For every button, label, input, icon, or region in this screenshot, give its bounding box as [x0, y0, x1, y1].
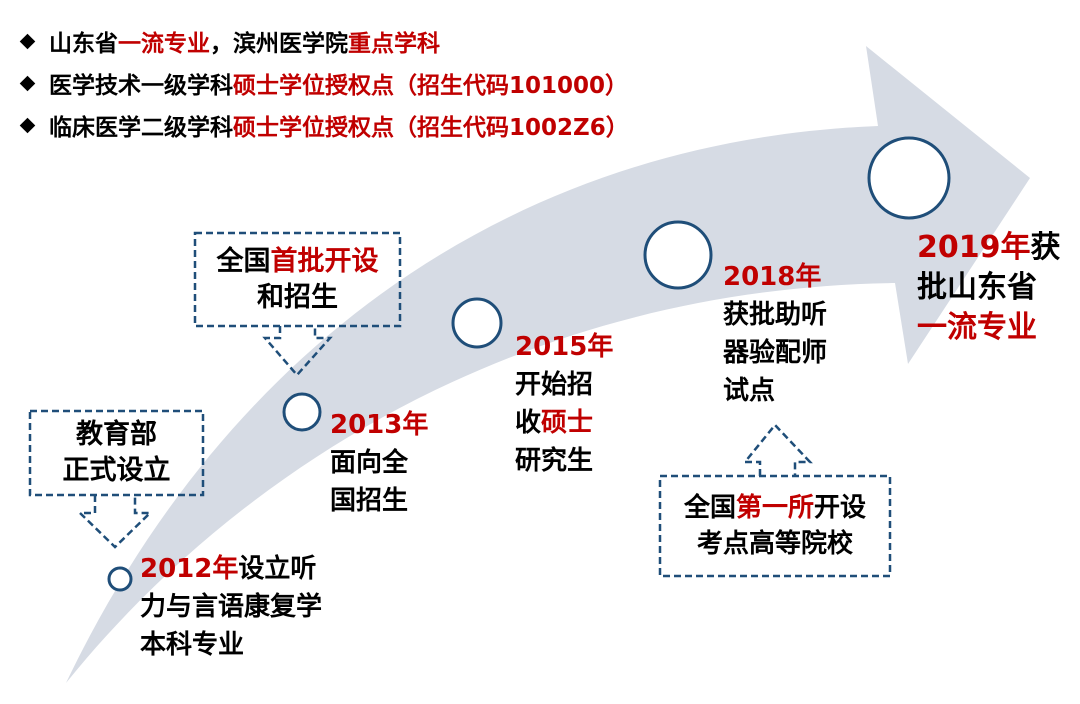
diamond-bullet-icon	[19, 117, 36, 133]
milestone-year: 2015年	[515, 332, 614, 362]
milestone-year: 2019年	[917, 230, 1031, 265]
callout-line: 全国第一所开设	[683, 493, 867, 523]
milestone-circle-2018	[643, 220, 713, 290]
milestone-circle-2012	[107, 566, 133, 592]
callout-first-site-shape	[658, 423, 892, 578]
milestone-label-2013: 2013年 面向全 国招生	[330, 406, 428, 520]
milestone-label-2019: 2019年获 批山东省 一流专业	[917, 230, 1061, 345]
honor-text: 临床医学二级学科	[49, 115, 233, 141]
callout-text: 和招生	[257, 281, 338, 313]
diamond-bullet-icon	[19, 75, 36, 91]
honor-text-highlight: 一流专业	[118, 31, 210, 57]
milestone-circle-2015	[451, 297, 503, 349]
callout-text: 教育部	[76, 419, 157, 450]
honor-text: 医学技术一级学科	[49, 73, 233, 99]
honor-text: ，滨州医学院	[210, 31, 348, 57]
diamond-bullet-icon	[19, 33, 36, 49]
honor-item: 医学技术一级学科 硕士学位授权点（招生代码101000）	[18, 62, 629, 104]
milestone-label-2012: 2012年设立听 力与言语康复学 本科专业	[140, 554, 323, 660]
honor-text-highlight: 硕士学位授权点（招生代码101000）	[233, 73, 629, 99]
milestone-year: 2012年	[140, 554, 239, 584]
callout-moe: 教育部 正式设立	[30, 411, 203, 495]
callout-line: 全国首批开设	[216, 245, 379, 277]
milestone-label-2015: 2015年 开始招 收硕士 研究生	[515, 328, 613, 480]
callout-first-batch-shape	[193, 231, 402, 377]
honors-list: 山东省 一流专业 ，滨州医学院 重点学科 医学技术一级学科 硕士学位授权点（招生…	[18, 20, 629, 146]
milestone-year: 2013年	[330, 410, 429, 440]
honor-text: 山东省	[49, 31, 118, 57]
callout-first-batch: 全国首批开设 和招生	[195, 233, 400, 326]
milestone-label-2018: 2018年 获批助听 器验配师 试点	[723, 258, 827, 410]
honor-item: 临床医学二级学科 硕士学位授权点（招生代码1002Z6）	[18, 104, 629, 146]
milestone-circle-2013	[282, 392, 322, 432]
callout-text: 考点高等院校	[696, 529, 853, 559]
growth-arrow	[66, 46, 1030, 683]
callout-first-site: 全国第一所开设 考点高等院校	[660, 476, 890, 576]
honor-text-highlight: 硕士学位授权点（招生代码1002Z6）	[233, 115, 629, 141]
honor-item: 山东省 一流专业 ，滨州医学院 重点学科	[18, 20, 629, 62]
milestone-circle-2019	[867, 136, 951, 220]
callout-text: 正式设立	[62, 455, 171, 486]
milestone-year: 2018年	[723, 262, 822, 292]
honor-text-highlight: 重点学科	[348, 31, 440, 57]
callout-moe-shape	[28, 409, 205, 549]
